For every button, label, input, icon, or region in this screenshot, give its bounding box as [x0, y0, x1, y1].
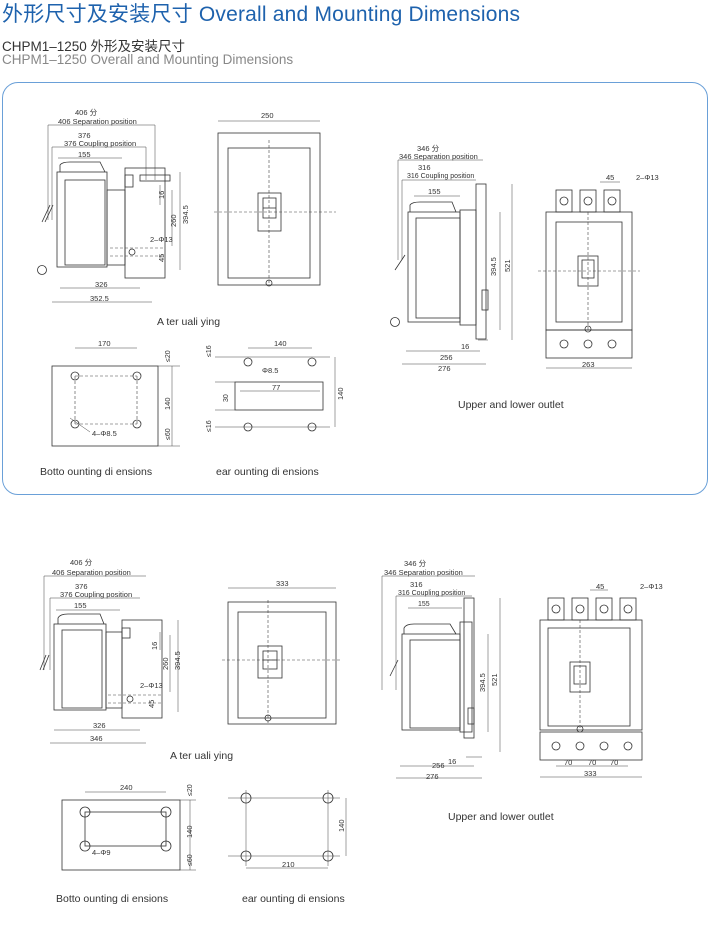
p2-outlet-sep: 346 分	[404, 559, 427, 568]
p1-rear-h16b: ≤16	[206, 420, 213, 432]
p1-front-view	[214, 120, 336, 287]
p1-outlet-w155: 155	[428, 187, 441, 196]
p1-bottom-w170: 170	[98, 339, 111, 348]
p1-side-coup: 376	[78, 131, 91, 140]
p2-caption-front: A ter uali ying	[170, 750, 233, 762]
p1-front-w250: 250	[261, 111, 274, 120]
p1-outlet-sep-en: 346 Separation position	[399, 152, 478, 161]
p2-outlet-w276: 276	[426, 772, 439, 781]
p2-outlet-w70b: 70	[588, 758, 596, 767]
p2-caption-outlet: Upper and lower outlet	[448, 811, 554, 823]
p1-rear-h140: 140	[336, 387, 345, 400]
p2-front-w333: 333	[276, 579, 289, 588]
p1-side-coup-en: 376 Coupling position	[64, 139, 136, 148]
p2-bottom-h140: 140	[185, 825, 194, 838]
p1-bottom-h20: ≤20	[165, 350, 172, 362]
p2-side-view	[39, 575, 179, 744]
p2-side-h3945: 394.5	[173, 651, 182, 670]
p2-bottom-hole: 4–Φ9	[92, 848, 111, 857]
p2-rear-h140: 140	[337, 819, 346, 832]
p2-side-h16: 16	[150, 642, 159, 650]
p1-rear-w77: 77	[272, 383, 280, 392]
p2-caption-rear: ear ounting di ensions	[242, 893, 345, 905]
p1-caption-rear: ear ounting di ensions	[216, 466, 319, 478]
p2-outlet-hole: 2–Φ13	[640, 582, 663, 591]
p1-side-w155: 155	[78, 150, 91, 159]
p2-front-view	[222, 587, 342, 725]
p2-outlet-w155: 155	[418, 601, 430, 608]
page-title: 外形尺寸及安装尺寸 Overall and Mounting Dimension…	[2, 3, 521, 26]
p1-outlet-hole: 2–Φ13	[636, 173, 659, 182]
p1-side-hole: 2–Φ13	[150, 235, 173, 244]
p1-outlet-h16: 16	[461, 342, 469, 351]
p2-outlet-sep-en: 346 Separation position	[384, 568, 463, 577]
p1-side-h45: 45	[157, 254, 166, 262]
p2-side-sep-en: 406 Separation position	[52, 568, 131, 577]
p1-outlet-side-view	[390, 159, 513, 365]
p1-side-view	[37, 124, 181, 303]
p2-outlet-coup: 316	[410, 580, 423, 589]
model-subtitle-en: CHPM1–1250 Overall and Mounting Dimensio…	[2, 52, 294, 67]
p2-bottom-mounting	[61, 791, 196, 871]
p1-outlet-h3945: 394.5	[489, 257, 498, 276]
p2-outlet-h521: 521	[490, 673, 499, 686]
p2-rear-w210: 210	[282, 860, 295, 869]
p1-rear-h30: 30	[223, 394, 230, 402]
p2-outlet-side-view	[381, 575, 501, 779]
p1-rear-w140: 140	[274, 339, 287, 348]
p2-bottom-h60: ≤60	[187, 854, 194, 866]
p2-bottom-h20: ≤20	[187, 784, 194, 796]
p1-caption-outlet: Upper and lower outlet	[458, 399, 564, 411]
panel-standard-model	[2, 82, 708, 495]
p2-outlet-coup-en: 316 Coupling position	[398, 590, 465, 597]
p2-side-h45: 45	[147, 700, 156, 708]
p2-outlet-w70a: 70	[564, 758, 572, 767]
p2-outlet-w70c: 70	[610, 758, 618, 767]
p1-outlet-h521: 521	[503, 259, 512, 272]
p1-outlet-w276: 276	[438, 364, 451, 373]
p2-outlet-w333: 333	[584, 769, 597, 778]
model-subtitle-cn: CHPM1–1250 外形及安装尺寸	[2, 39, 186, 54]
p1-outlet-coup: 316	[418, 163, 431, 172]
p2-outlet-front-view	[539, 589, 643, 778]
p2-outlet-h3945: 394.5	[478, 673, 487, 692]
p1-outlet-w263: 263	[582, 360, 595, 369]
p1-side-w326: 326	[95, 280, 108, 289]
p2-rear-mounting	[228, 790, 347, 869]
p1-outlet-front-view	[538, 181, 640, 369]
p2-outlet-h16: 16	[448, 757, 456, 766]
p1-side-sep: 406 分	[75, 108, 98, 117]
p1-bottom-h140: 140	[163, 397, 172, 410]
p2-side-h260: 260	[161, 657, 170, 670]
p1-bottom-mounting	[51, 347, 180, 447]
p1-side-w3525: 352.5	[90, 294, 109, 303]
p1-rear-h16a: ≤16	[206, 345, 213, 357]
p1-bottom-h60: ≤60	[165, 428, 172, 440]
p2-side-coup: 376	[75, 582, 88, 591]
p1-rear-mounting	[215, 347, 336, 432]
p2-side-w346: 346	[90, 734, 103, 743]
p1-side-h260: 260	[169, 214, 178, 227]
p1-side-h16: 16	[157, 191, 166, 199]
p2-side-hole: 2–Φ13	[140, 681, 163, 690]
p2-side-w326: 326	[93, 721, 106, 730]
p1-side-sep-en: 406 Separation position	[58, 117, 137, 126]
p1-outlet-sep: 346 分	[417, 144, 440, 153]
p1-rear-hole: Φ8.5	[262, 366, 278, 375]
p2-side-coup-en: 376 Coupling position	[60, 590, 132, 599]
p2-side-sep: 406 分	[70, 558, 93, 567]
p2-outlet-w256: 256	[432, 761, 445, 770]
p2-caption-bottom: Botto ounting di ensions	[56, 893, 168, 905]
p1-outlet-w45: 45	[606, 173, 614, 182]
p1-bottom-hole: 4–Φ8.5	[92, 429, 117, 438]
p2-side-w155: 155	[74, 601, 87, 610]
p2-bottom-w240: 240	[120, 783, 133, 792]
p1-caption-front: A ter uali ying	[157, 316, 220, 328]
p1-outlet-w256: 256	[440, 353, 453, 362]
p2-outlet-w45: 45	[596, 582, 604, 591]
p1-side-h3945: 394.5	[181, 205, 190, 224]
p1-outlet-coup-en: 316 Coupling position	[407, 173, 474, 180]
p1-caption-bottom: Botto ounting di ensions	[40, 466, 152, 478]
